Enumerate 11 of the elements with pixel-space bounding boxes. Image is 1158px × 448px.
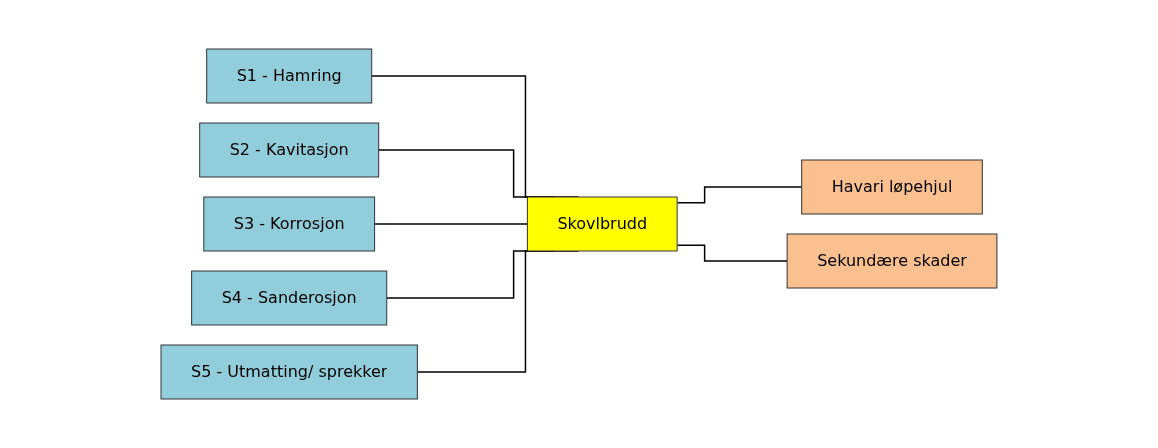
node-box: S1 - Hamring: [206, 48, 373, 104]
node-box: Sekundære skader: [786, 233, 998, 289]
node-box: S4 - Sanderosjon: [191, 270, 388, 326]
connector: [676, 186, 803, 204]
connector: [373, 223, 529, 225]
node-box: S3 - Korrosjon: [203, 196, 376, 252]
node-box: Skovlbrudd: [526, 196, 678, 252]
node-box: S5 - Utmatting/ sprekker: [160, 344, 418, 400]
node-box: Havari løpehjul: [801, 159, 983, 215]
connector: [676, 244, 788, 262]
node-box: S2 - Kavitasjon: [199, 122, 380, 178]
